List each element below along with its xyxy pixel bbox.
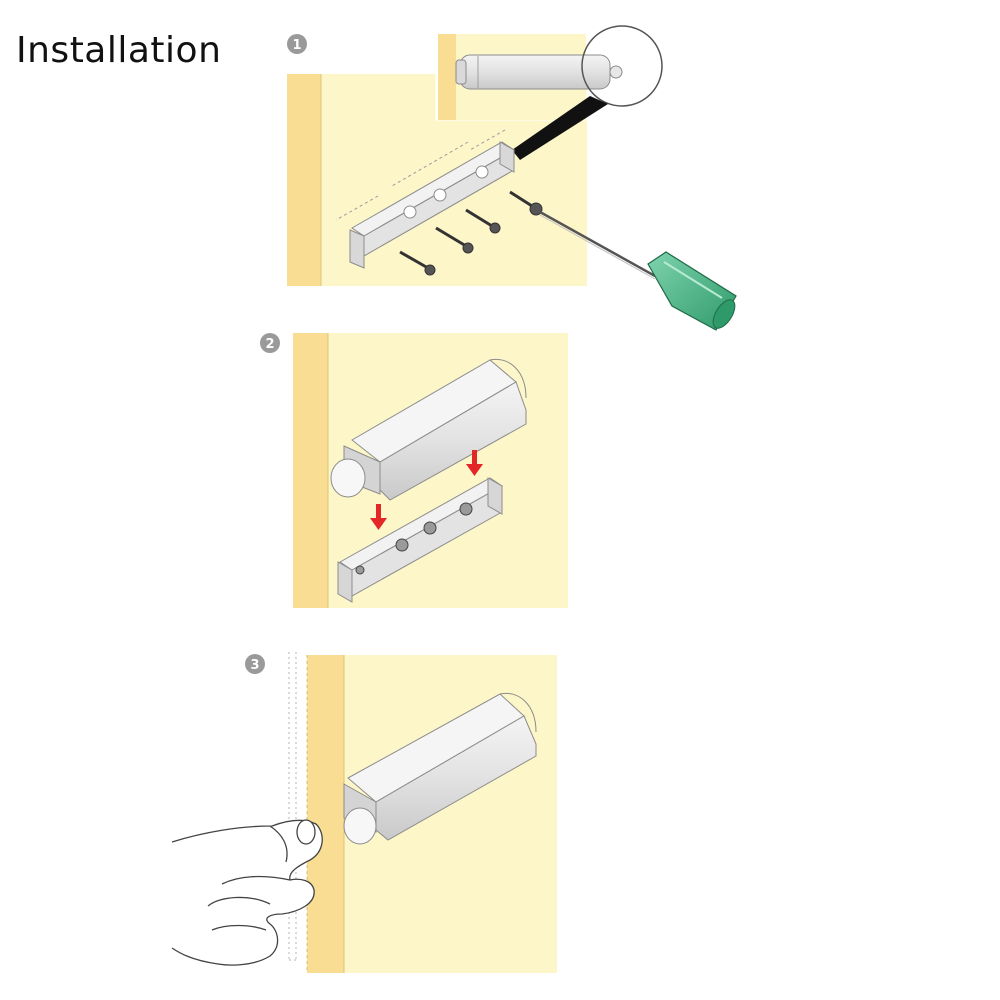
magnifier-circle-icon xyxy=(581,25,663,107)
step-3-badge: 3 xyxy=(245,654,265,674)
screw-icon xyxy=(399,250,436,276)
step-3-latch xyxy=(343,692,537,845)
door-outline xyxy=(288,652,297,961)
inset-latch xyxy=(455,54,623,90)
step-1-badge: 1 xyxy=(287,34,307,54)
step-3-number: 3 xyxy=(250,658,259,673)
step-2: 2 xyxy=(260,333,568,608)
screw-icon xyxy=(509,190,543,216)
step-3-panel-edge xyxy=(307,655,344,973)
callout-pointer xyxy=(512,96,608,160)
guide-lines xyxy=(335,129,506,221)
step-2-number: 2 xyxy=(265,337,274,352)
hand-icon xyxy=(171,819,323,966)
step-1-number: 1 xyxy=(292,38,301,53)
screwdriver-icon xyxy=(539,210,737,331)
screw-icon xyxy=(435,226,474,254)
step-2-latch xyxy=(330,358,527,501)
step-1-mounting-plate xyxy=(349,141,515,269)
step-2-badge: 2 xyxy=(260,333,280,353)
page-title: Installation xyxy=(16,30,222,71)
step-2-mounting-plate xyxy=(337,477,503,603)
screw-head-icon xyxy=(423,521,437,535)
step-1: 1 xyxy=(287,25,737,331)
step-2-panel-edge xyxy=(293,333,328,608)
arrow-down-icon xyxy=(466,450,483,476)
screw-icon xyxy=(465,208,501,234)
step-3: 3 xyxy=(171,652,557,973)
screw-head-icon xyxy=(459,502,473,516)
arrow-down-icon xyxy=(370,504,387,530)
screw-head-icon xyxy=(395,538,409,552)
step-1-panel-edge xyxy=(287,74,321,286)
